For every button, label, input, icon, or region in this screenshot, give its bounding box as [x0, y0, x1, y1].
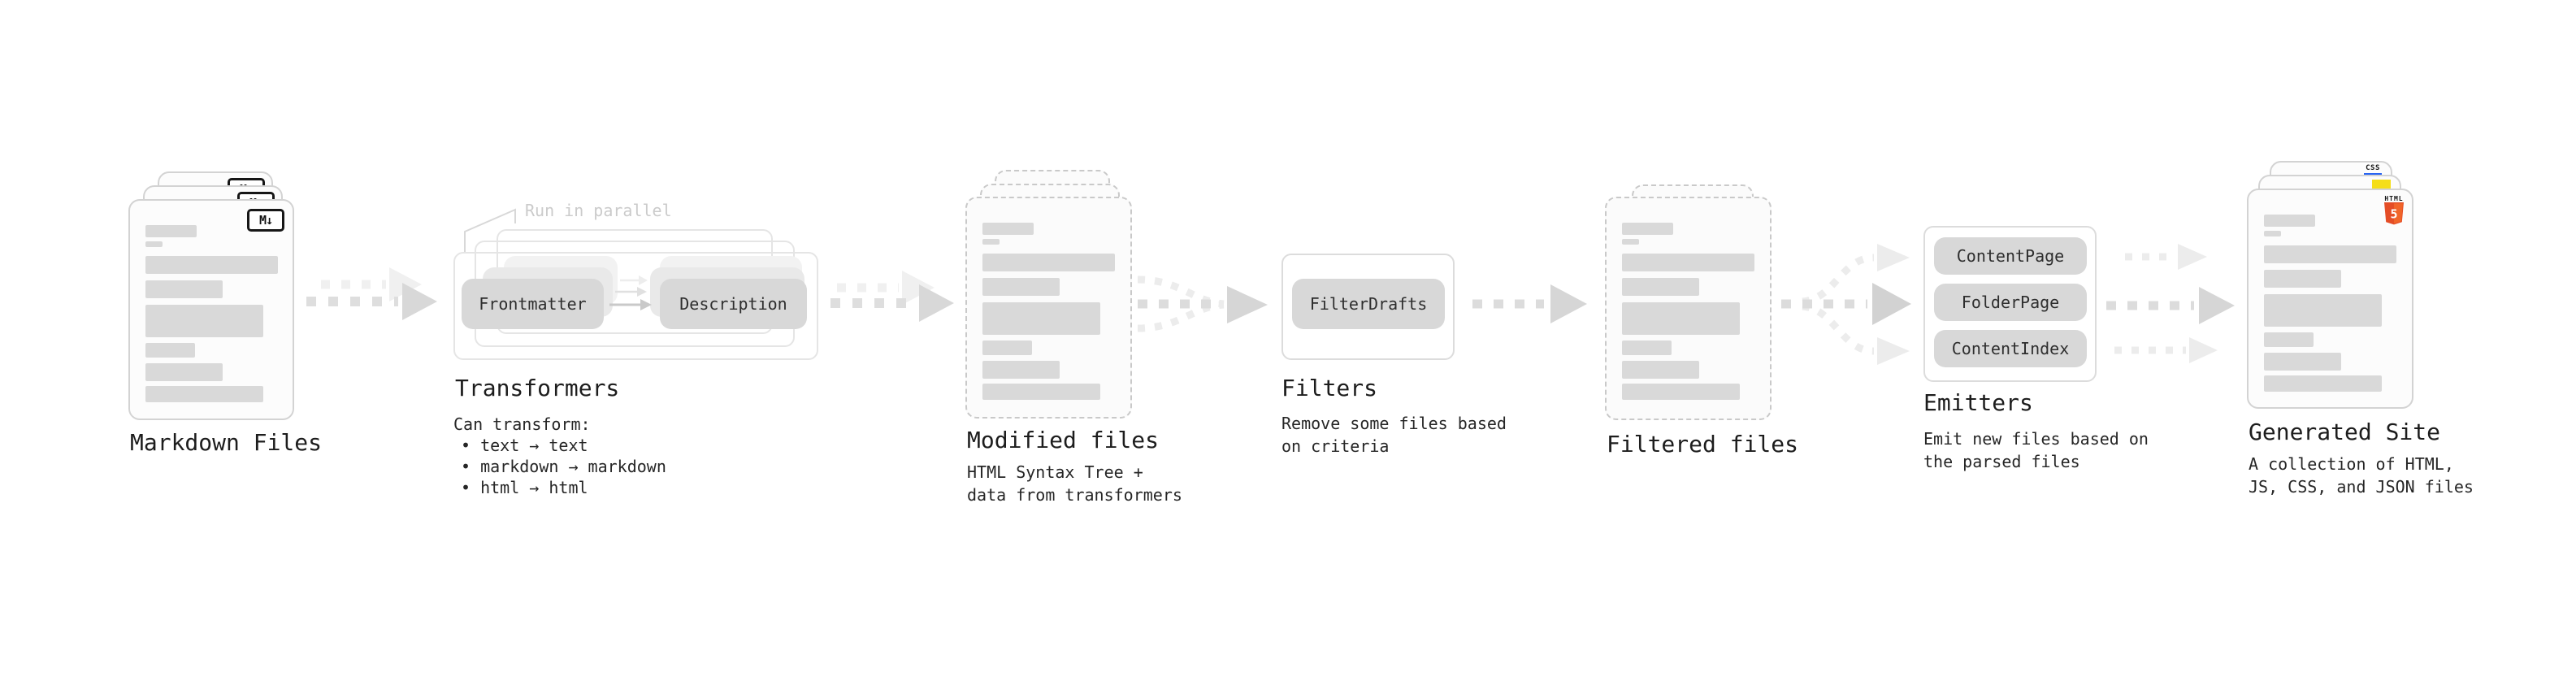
desc-line: HTML Syntax Tree +	[967, 462, 1143, 482]
text-line-placeholder	[2264, 294, 2382, 327]
text-line-placeholder	[982, 254, 1115, 271]
text-line-placeholder	[982, 223, 1034, 235]
text-line-placeholder	[2264, 375, 2382, 392]
text-line-placeholder	[982, 361, 1060, 379]
emitter-contentpage-pill: ContentPage	[1934, 237, 2087, 275]
arrow-filtered-to-emitters-fanout	[1781, 244, 1911, 365]
transformers-bullet: • markdown → markdown	[461, 457, 666, 476]
text-line-placeholder	[145, 256, 278, 274]
run-in-parallel-label: Run in parallel	[525, 201, 672, 220]
modified-file-card-front	[965, 197, 1132, 419]
html5-numeral: 5	[2390, 207, 2397, 222]
transformers-bullet: • html → html	[461, 478, 588, 497]
text-line-placeholder	[1622, 384, 1740, 400]
arrow-filters-to-filtered	[1472, 284, 1587, 323]
transformers-desc-heading: Can transform:	[453, 414, 591, 434]
text-line-placeholder	[982, 302, 1100, 335]
generated-file-card-html: HTML 5	[2247, 189, 2413, 409]
text-line-placeholder	[1622, 302, 1740, 335]
text-line-placeholder	[982, 278, 1060, 296]
filtered-file-card-front	[1605, 197, 1772, 420]
arrow-emitters-to-generated	[2106, 244, 2235, 363]
text-line-placeholder	[1622, 239, 1639, 245]
transformer-frontmatter-pill: Frontmatter	[462, 279, 604, 329]
section-title-modified-files: Modified files	[967, 427, 1160, 453]
section-title-filtered-files: Filtered files	[1607, 431, 1799, 458]
text-line-placeholder	[1622, 223, 1673, 235]
text-line-placeholder	[145, 280, 223, 298]
emitter-folderpage-pill: FolderPage	[1934, 284, 2087, 321]
desc-line: A collection of HTML,	[2249, 454, 2454, 474]
transformer-layer-box-front	[453, 252, 818, 360]
section-title-markdown-files: Markdown Files	[130, 429, 323, 456]
arrow-modified-to-filters-merge	[1137, 275, 1268, 332]
text-line-placeholder	[1622, 278, 1699, 296]
filter-filterdrafts-pill: FilterDrafts	[1292, 279, 1445, 329]
desc-line: data from transformers	[967, 485, 1182, 505]
text-line-placeholder	[2264, 231, 2281, 236]
text-line-placeholder	[145, 363, 223, 381]
text-line-placeholder	[2264, 332, 2314, 347]
generated-site-description: A collection of HTML, JS, CSS, and JSON …	[2249, 453, 2474, 498]
modified-files-description: HTML Syntax Tree + data from transformer…	[967, 461, 1182, 506]
text-line-placeholder	[145, 343, 195, 358]
section-title-transformers: Transformers	[455, 375, 620, 401]
css-icon-label: CSS	[2366, 164, 2380, 172]
section-title-generated-site: Generated Site	[2249, 419, 2441, 445]
desc-line: Emit new files based on	[1923, 429, 2149, 449]
arrow-transformers-to-modified	[830, 271, 954, 322]
html5-icon: HTML 5	[2383, 195, 2405, 228]
section-title-emitters: Emitters	[1923, 389, 2033, 416]
desc-line: Remove some files based	[1281, 414, 1507, 433]
filters-description: Remove some files based on criteria	[1281, 412, 1507, 458]
text-line-placeholder	[1622, 340, 1672, 355]
transformers-bullet: • text → text	[461, 436, 588, 455]
text-line-placeholder	[2264, 353, 2341, 371]
emitters-description: Emit new files based on the parsed files	[1923, 427, 2149, 473]
text-line-placeholder	[2264, 270, 2341, 288]
desc-line: on criteria	[1281, 436, 1390, 456]
text-line-placeholder	[145, 225, 197, 237]
html5-shield: 5	[2384, 202, 2404, 225]
text-line-placeholder	[2264, 215, 2315, 227]
transformers-description: Can transform: • text → text • markdown …	[453, 414, 666, 498]
desc-line: the parsed files	[1923, 452, 2080, 471]
desc-line: JS, CSS, and JSON files	[2249, 477, 2474, 497]
text-line-placeholder	[982, 340, 1032, 355]
section-title-filters: Filters	[1281, 375, 1378, 401]
text-line-placeholder	[2264, 245, 2396, 263]
markdown-file-card-front: M↓	[128, 199, 294, 420]
text-line-placeholder	[145, 386, 263, 402]
transformer-description-pill: Description	[660, 279, 807, 329]
text-line-placeholder	[145, 305, 263, 337]
emitter-contentindex-pill: ContentIndex	[1934, 330, 2087, 367]
text-line-placeholder	[982, 384, 1100, 400]
arrow-markdown-to-transformers	[306, 267, 437, 320]
markdown-icon: M↓	[247, 209, 284, 232]
html5-icon-word: HTML	[2384, 195, 2404, 202]
text-line-placeholder	[1622, 361, 1699, 379]
text-line-placeholder	[145, 241, 163, 247]
text-line-placeholder	[1622, 254, 1754, 271]
javascript-icon	[2372, 180, 2391, 190]
text-line-placeholder	[982, 239, 1000, 245]
